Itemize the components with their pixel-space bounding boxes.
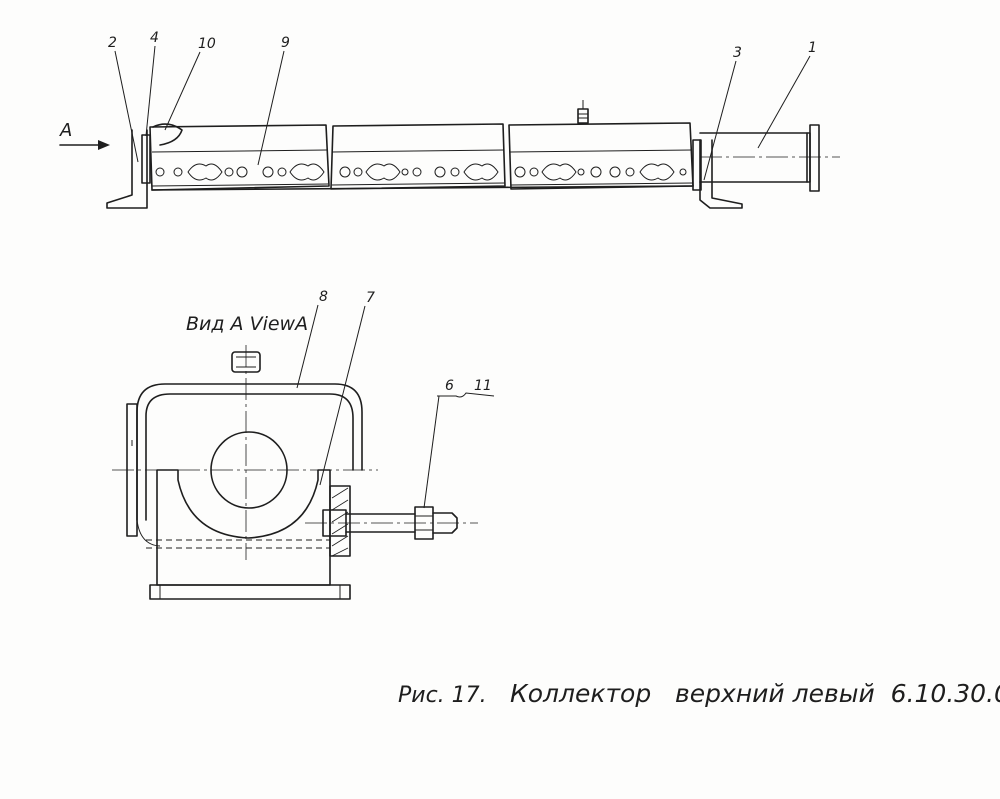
base-plate bbox=[149, 584, 351, 600]
callout-8: 8 bbox=[319, 289, 328, 305]
callout-6: 6 bbox=[445, 378, 454, 394]
view-a-title: Вид А ViewA bbox=[186, 313, 308, 335]
top-callouts: 2 4 10 9 3 1 bbox=[108, 30, 817, 181]
callout-3: 3 bbox=[733, 45, 742, 61]
callout-11: 11 bbox=[474, 378, 492, 394]
left-bracket bbox=[106, 129, 148, 209]
body-block bbox=[156, 469, 331, 586]
right-bracket bbox=[699, 139, 743, 209]
callout-7: 7 bbox=[366, 290, 375, 306]
arrow-head-icon bbox=[98, 140, 110, 150]
view-a-callouts: 8 7 6 11 bbox=[296, 289, 495, 509]
callout-2: 2 bbox=[108, 35, 117, 51]
collector-side-view bbox=[106, 100, 840, 209]
view-a-section bbox=[112, 345, 478, 600]
caption-figure: Рис. 17. bbox=[398, 683, 487, 708]
right-end-plate bbox=[692, 139, 702, 191]
view-arrow-label: A bbox=[59, 120, 72, 141]
callout-4: 4 bbox=[150, 30, 159, 46]
callout-10: 10 bbox=[198, 36, 216, 52]
hole-row bbox=[155, 163, 687, 181]
outlet-pipe bbox=[699, 124, 820, 192]
top-fitting bbox=[577, 100, 589, 124]
caption-title: Коллектор верхний левый 6.10.30.050 bbox=[510, 679, 1000, 708]
callout-1: 1 bbox=[808, 40, 817, 56]
callout-9: 9 bbox=[281, 35, 290, 51]
body-segment-3 bbox=[508, 122, 694, 190]
body-segment-2 bbox=[330, 123, 506, 190]
left-end-plate bbox=[141, 134, 151, 184]
hatched-section bbox=[329, 485, 351, 557]
view-arrow-a: A bbox=[59, 120, 110, 150]
figure-caption: Рис. 17. Коллектор верхний левый 6.10.30… bbox=[398, 679, 1000, 708]
cover-outer bbox=[136, 383, 363, 521]
cover-inner bbox=[145, 393, 354, 521]
